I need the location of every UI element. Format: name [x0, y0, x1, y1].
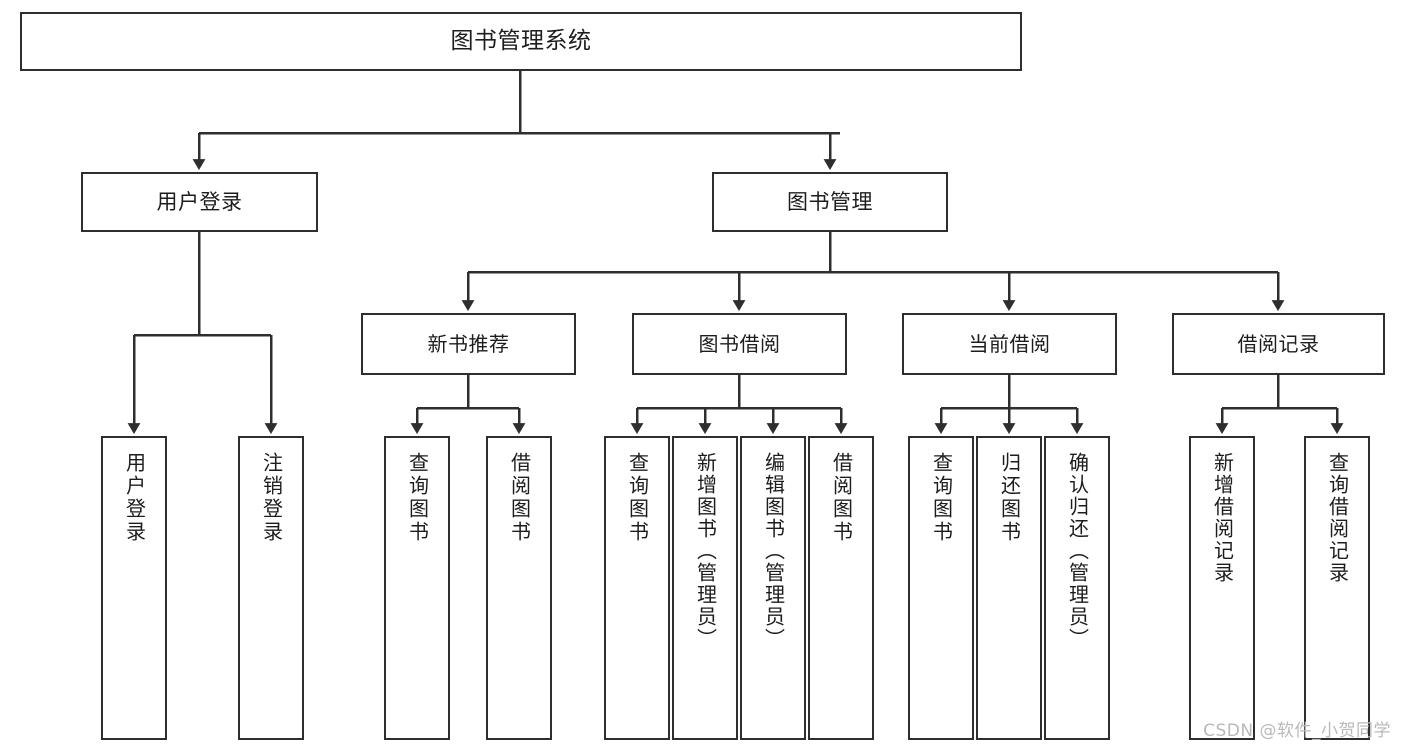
node-book-management[interactable]: 图书管理: [712, 172, 948, 232]
node-current-borrow[interactable]: 当前借阅: [902, 313, 1117, 375]
csdn-watermark: CSDN @软件_小贺同学: [1203, 721, 1391, 741]
leaf-current-borrow-1[interactable]: 查询图书: [908, 436, 974, 740]
leaf-borrow-record-1[interactable]: 新增借阅记录: [1189, 436, 1255, 740]
node-root-label: 图书管理系统: [450, 28, 592, 55]
node-book-borrow-label: 图书借阅: [698, 331, 781, 356]
leaf-borrow-record-1-label: 新增借阅记录: [1210, 452, 1235, 584]
node-user-login-label: 用户登录: [156, 189, 243, 214]
leaf-user-login-1[interactable]: 用户登录: [101, 436, 167, 740]
node-root[interactable]: 图书管理系统: [20, 12, 1022, 71]
node-new-book-recommend-label: 新书推荐: [427, 331, 510, 356]
leaf-new-book-2-label: 借阅图书: [507, 452, 532, 544]
leaf-new-book-1[interactable]: 查询图书: [384, 436, 450, 740]
leaf-current-borrow-2-label: 归还图书: [997, 452, 1022, 544]
leaf-user-login-1-label: 用户登录: [122, 452, 147, 544]
leaf-new-book-2[interactable]: 借阅图书: [486, 436, 552, 740]
leaf-book-borrow-4-label: 借阅图书: [829, 452, 854, 544]
leaf-book-borrow-3-label: 编辑图书（管理员）: [761, 452, 786, 650]
node-book-management-label: 图书管理: [787, 189, 873, 214]
leaf-borrow-record-2[interactable]: 查询借阅记录: [1304, 436, 1370, 740]
leaf-user-login-2-label: 注销登录: [259, 452, 284, 544]
leaf-book-borrow-3[interactable]: 编辑图书（管理员）: [740, 436, 806, 740]
leaf-book-borrow-1-label: 查询图书: [625, 452, 650, 544]
leaf-current-borrow-1-label: 查询图书: [929, 452, 954, 544]
leaf-borrow-record-2-label: 查询借阅记录: [1325, 452, 1350, 584]
node-borrow-record-label: 借阅记录: [1237, 331, 1320, 356]
node-user-login[interactable]: 用户登录: [81, 172, 318, 232]
node-current-borrow-label: 当前借阅: [968, 331, 1051, 356]
leaf-current-borrow-2[interactable]: 归还图书: [976, 436, 1042, 740]
leaf-user-login-2[interactable]: 注销登录: [238, 436, 304, 740]
leaf-current-borrow-3-label: 确认归还（管理员）: [1065, 452, 1090, 650]
node-new-book-recommend[interactable]: 新书推荐: [361, 313, 576, 375]
leaf-new-book-1-label: 查询图书: [405, 452, 430, 544]
leaf-book-borrow-1[interactable]: 查询图书: [604, 436, 670, 740]
leaf-book-borrow-4[interactable]: 借阅图书: [808, 436, 874, 740]
node-book-borrow[interactable]: 图书借阅: [632, 313, 847, 375]
leaf-current-borrow-3[interactable]: 确认归还（管理员）: [1044, 436, 1110, 740]
leaf-book-borrow-2-label: 新增图书（管理员）: [693, 452, 718, 650]
leaf-book-borrow-2[interactable]: 新增图书（管理员）: [672, 436, 738, 740]
node-borrow-record[interactable]: 借阅记录: [1172, 313, 1385, 375]
